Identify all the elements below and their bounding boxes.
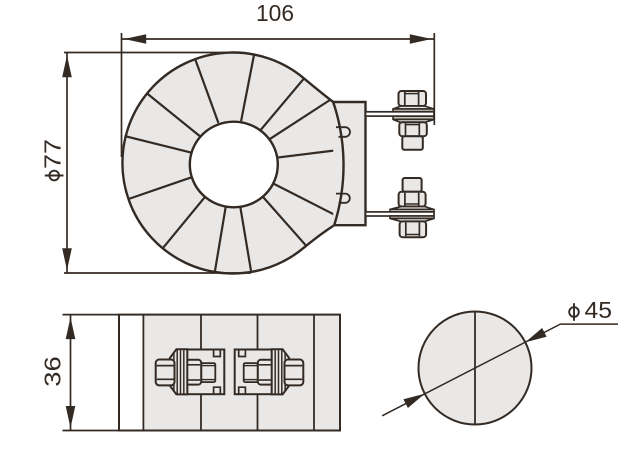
svg-text:77: 77 bbox=[40, 139, 66, 169]
svg-text:106: 106 bbox=[256, 0, 294, 26]
svg-text:36: 36 bbox=[40, 356, 66, 387]
svg-text:45: 45 bbox=[585, 297, 613, 323]
